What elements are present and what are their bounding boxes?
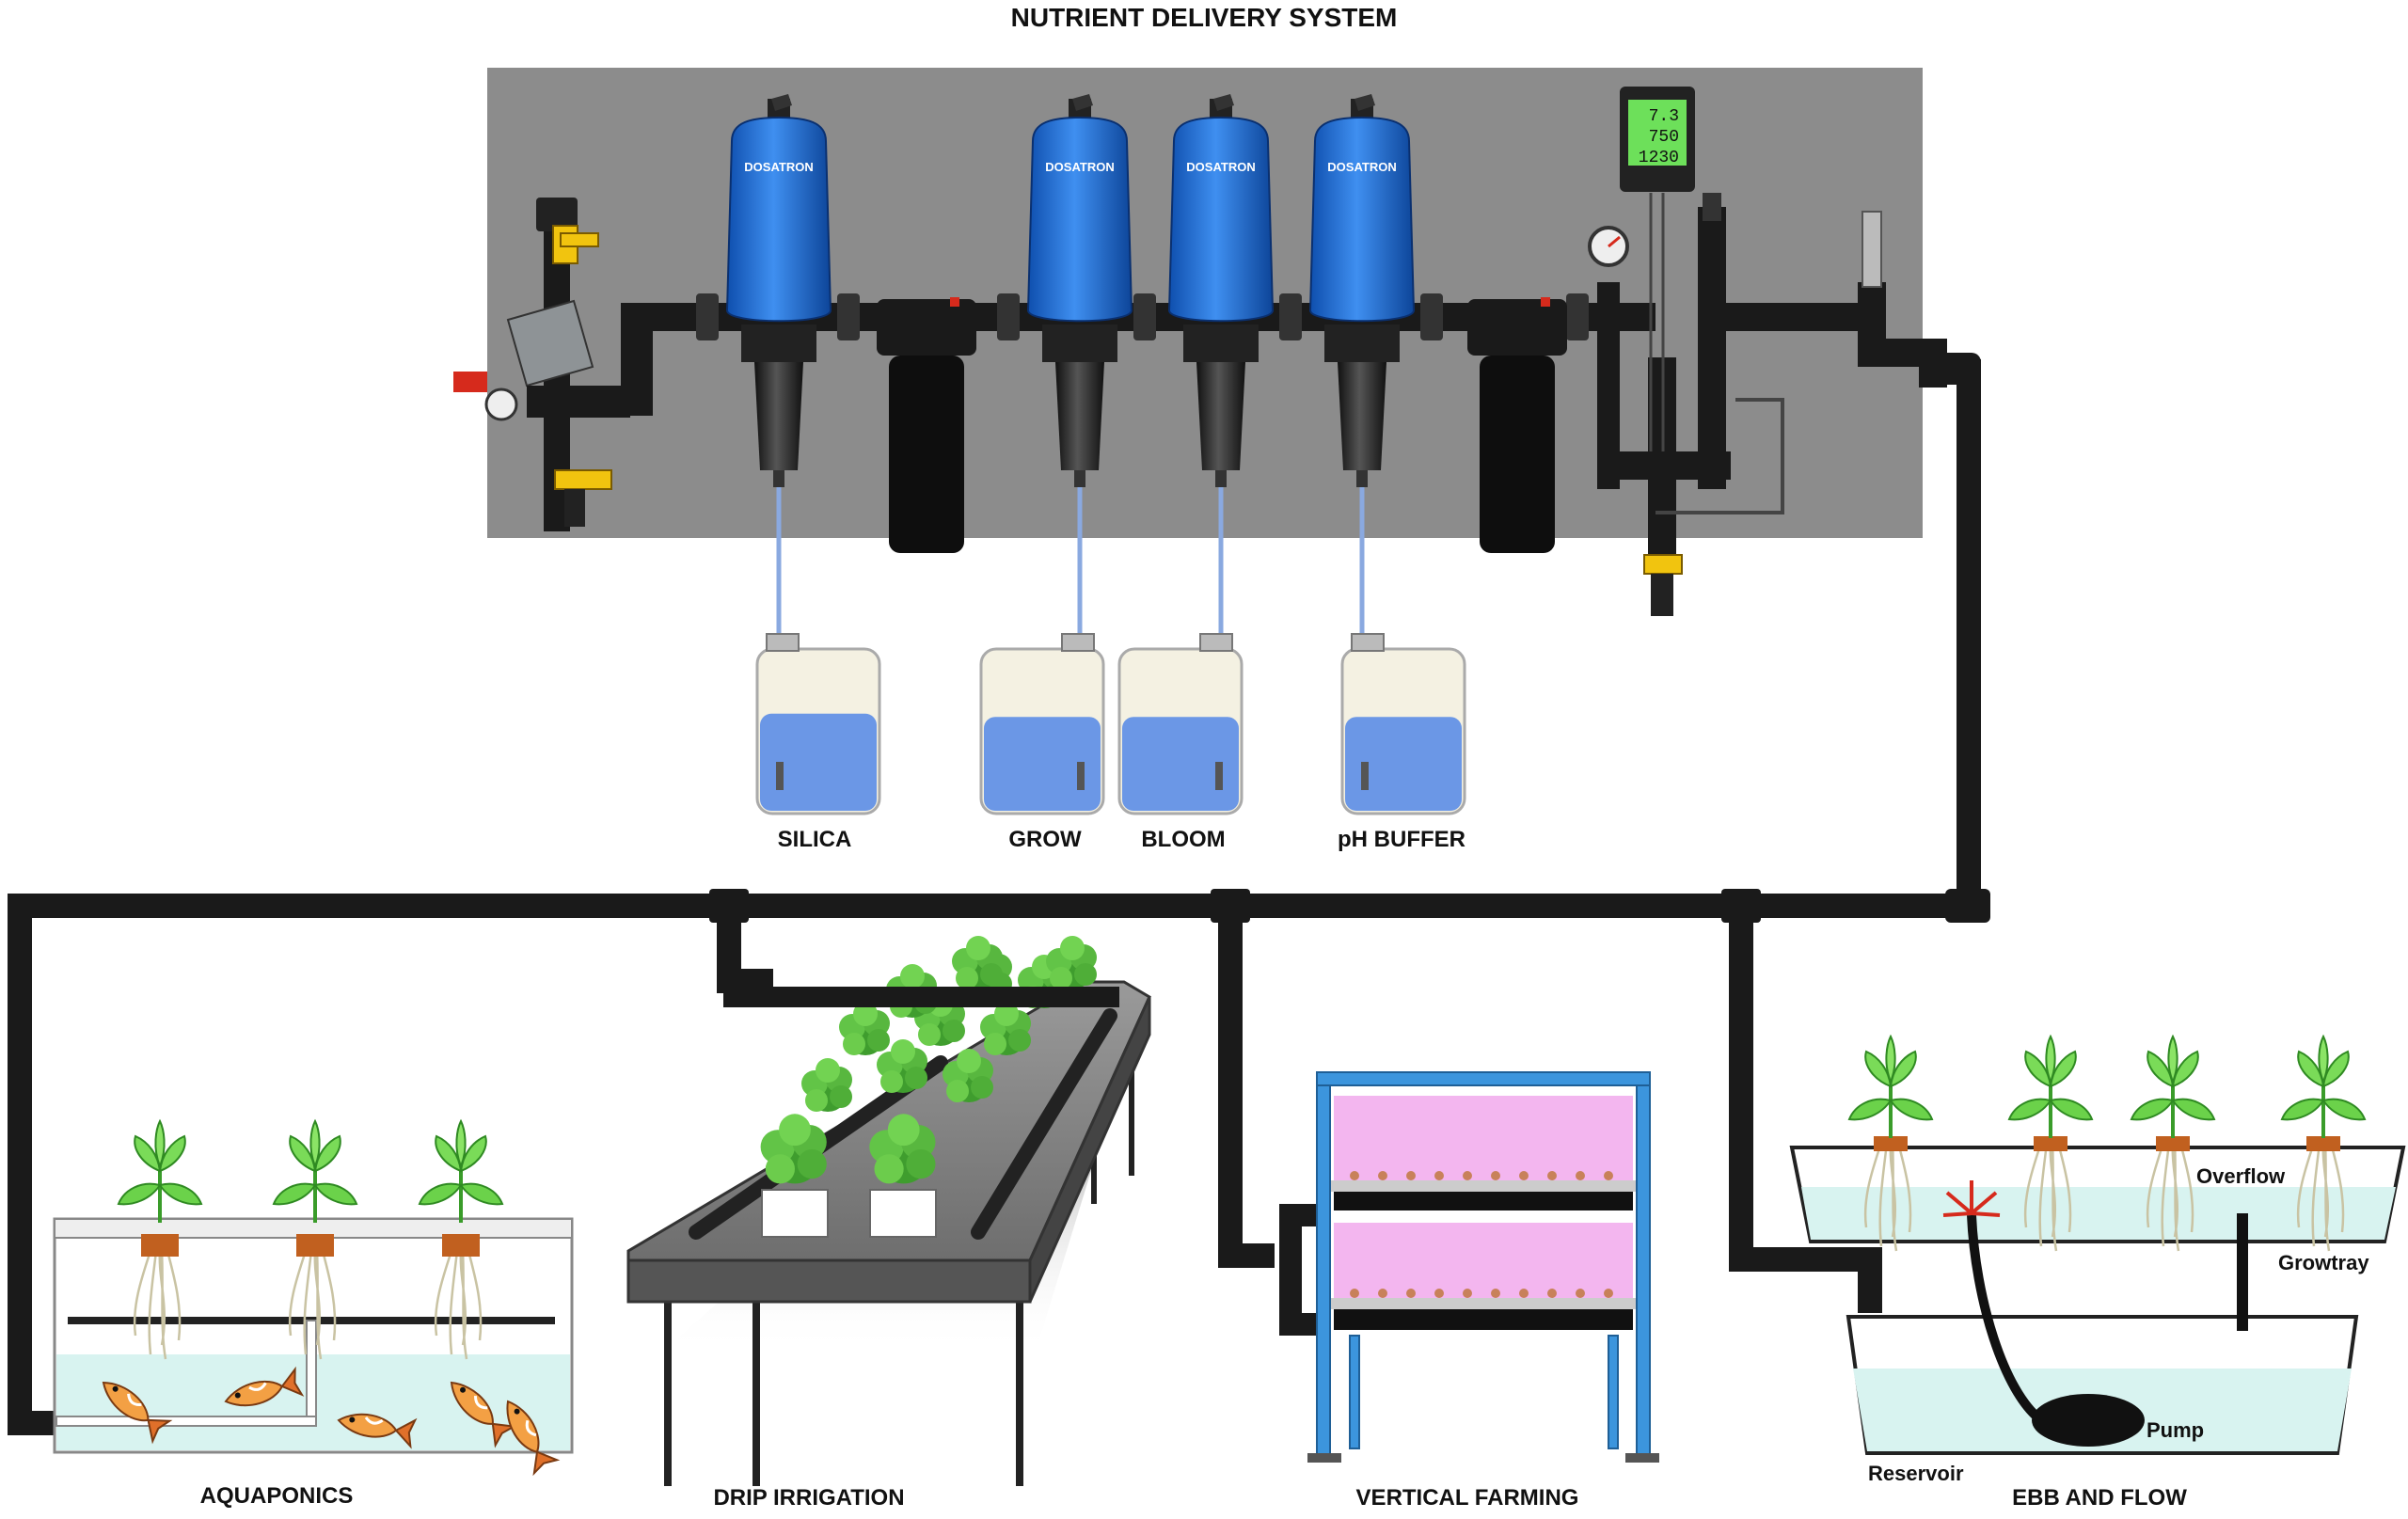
monitoring-assembly: 7.3 750 1230 bbox=[1588, 87, 1981, 616]
container-fill bbox=[1122, 717, 1239, 811]
dosatron-ph-buffer: DOSATRON bbox=[1308, 94, 1416, 487]
label-growtray: Growtray bbox=[2278, 1251, 2369, 1274]
container-fill bbox=[984, 717, 1101, 811]
flow-arrows bbox=[1942, 1180, 2001, 1217]
meter-reading-2: 750 bbox=[1649, 128, 1679, 147]
dosatron-brand-label: DOSATRON bbox=[1327, 160, 1396, 174]
container-label-silica: SILICA bbox=[778, 827, 852, 852]
label-overflow: Overflow bbox=[2196, 1164, 2286, 1188]
dosatron-brand-label: DOSATRON bbox=[1045, 160, 1114, 174]
container-ph-buffer bbox=[1340, 633, 1466, 815]
container-label-ph-buffer: pH BUFFER bbox=[1338, 827, 1465, 852]
dosatron-grow: DOSATRON bbox=[1026, 94, 1133, 487]
filter-2 bbox=[1467, 297, 1567, 553]
dosatron-injectors: DOSATRON DOSATRON DOSATRON bbox=[725, 94, 1416, 487]
container-fill bbox=[1345, 717, 1462, 811]
container-label-bloom: BLOOM bbox=[1141, 827, 1225, 852]
vertical-farming-system: VERTICAL FARMING bbox=[1307, 1071, 1659, 1511]
outlet-pipe bbox=[1956, 359, 1981, 905]
label-aquaponics: AQUAPONICS bbox=[200, 1483, 354, 1509]
aquaponics-system: AQUAPONICS bbox=[53, 1119, 574, 1509]
label-vertical-farming: VERTICAL FARMING bbox=[1356, 1485, 1579, 1511]
filter-housings bbox=[877, 297, 1567, 553]
inlet-assembly bbox=[453, 198, 653, 531]
label-reservoir: Reservoir bbox=[1868, 1462, 1964, 1485]
dosatron-brand-label: DOSATRON bbox=[1186, 160, 1255, 174]
dosatron-bloom: DOSATRON bbox=[1167, 94, 1275, 487]
ebb-and-flow-system: Overflow Growtray Pump Reservoir EBB AND… bbox=[1789, 1035, 2406, 1511]
label-ebb-and-flow: EBB AND FLOW bbox=[2012, 1485, 2187, 1511]
label-drip-irrigation: DRIP IRRIGATION bbox=[713, 1485, 904, 1511]
meter-reading-1: 7.3 bbox=[1649, 107, 1679, 126]
container-silica bbox=[755, 633, 881, 815]
container-bloom bbox=[1117, 633, 1244, 815]
container-fill bbox=[760, 713, 877, 811]
container-grow bbox=[979, 633, 1105, 815]
pump bbox=[2032, 1394, 2145, 1447]
dosatron-silica: DOSATRON bbox=[725, 94, 832, 487]
lettuce-plants bbox=[760, 936, 1097, 1238]
container-label-grow: GROW bbox=[1008, 827, 1082, 852]
diagram-title: NUTRIENT DELIVERY SYSTEM bbox=[1011, 3, 1398, 32]
dosatron-brand-label: DOSATRON bbox=[744, 160, 813, 174]
meter-reading-3: 1230 bbox=[1639, 149, 1679, 167]
drip-irrigation-system: DRIP IRRIGATION bbox=[626, 936, 1151, 1511]
filter-1 bbox=[877, 297, 976, 553]
label-pump: Pump bbox=[2147, 1418, 2204, 1442]
nutrient-containers: SILICA GROW BLOOM pH BUFFER bbox=[755, 633, 1466, 852]
